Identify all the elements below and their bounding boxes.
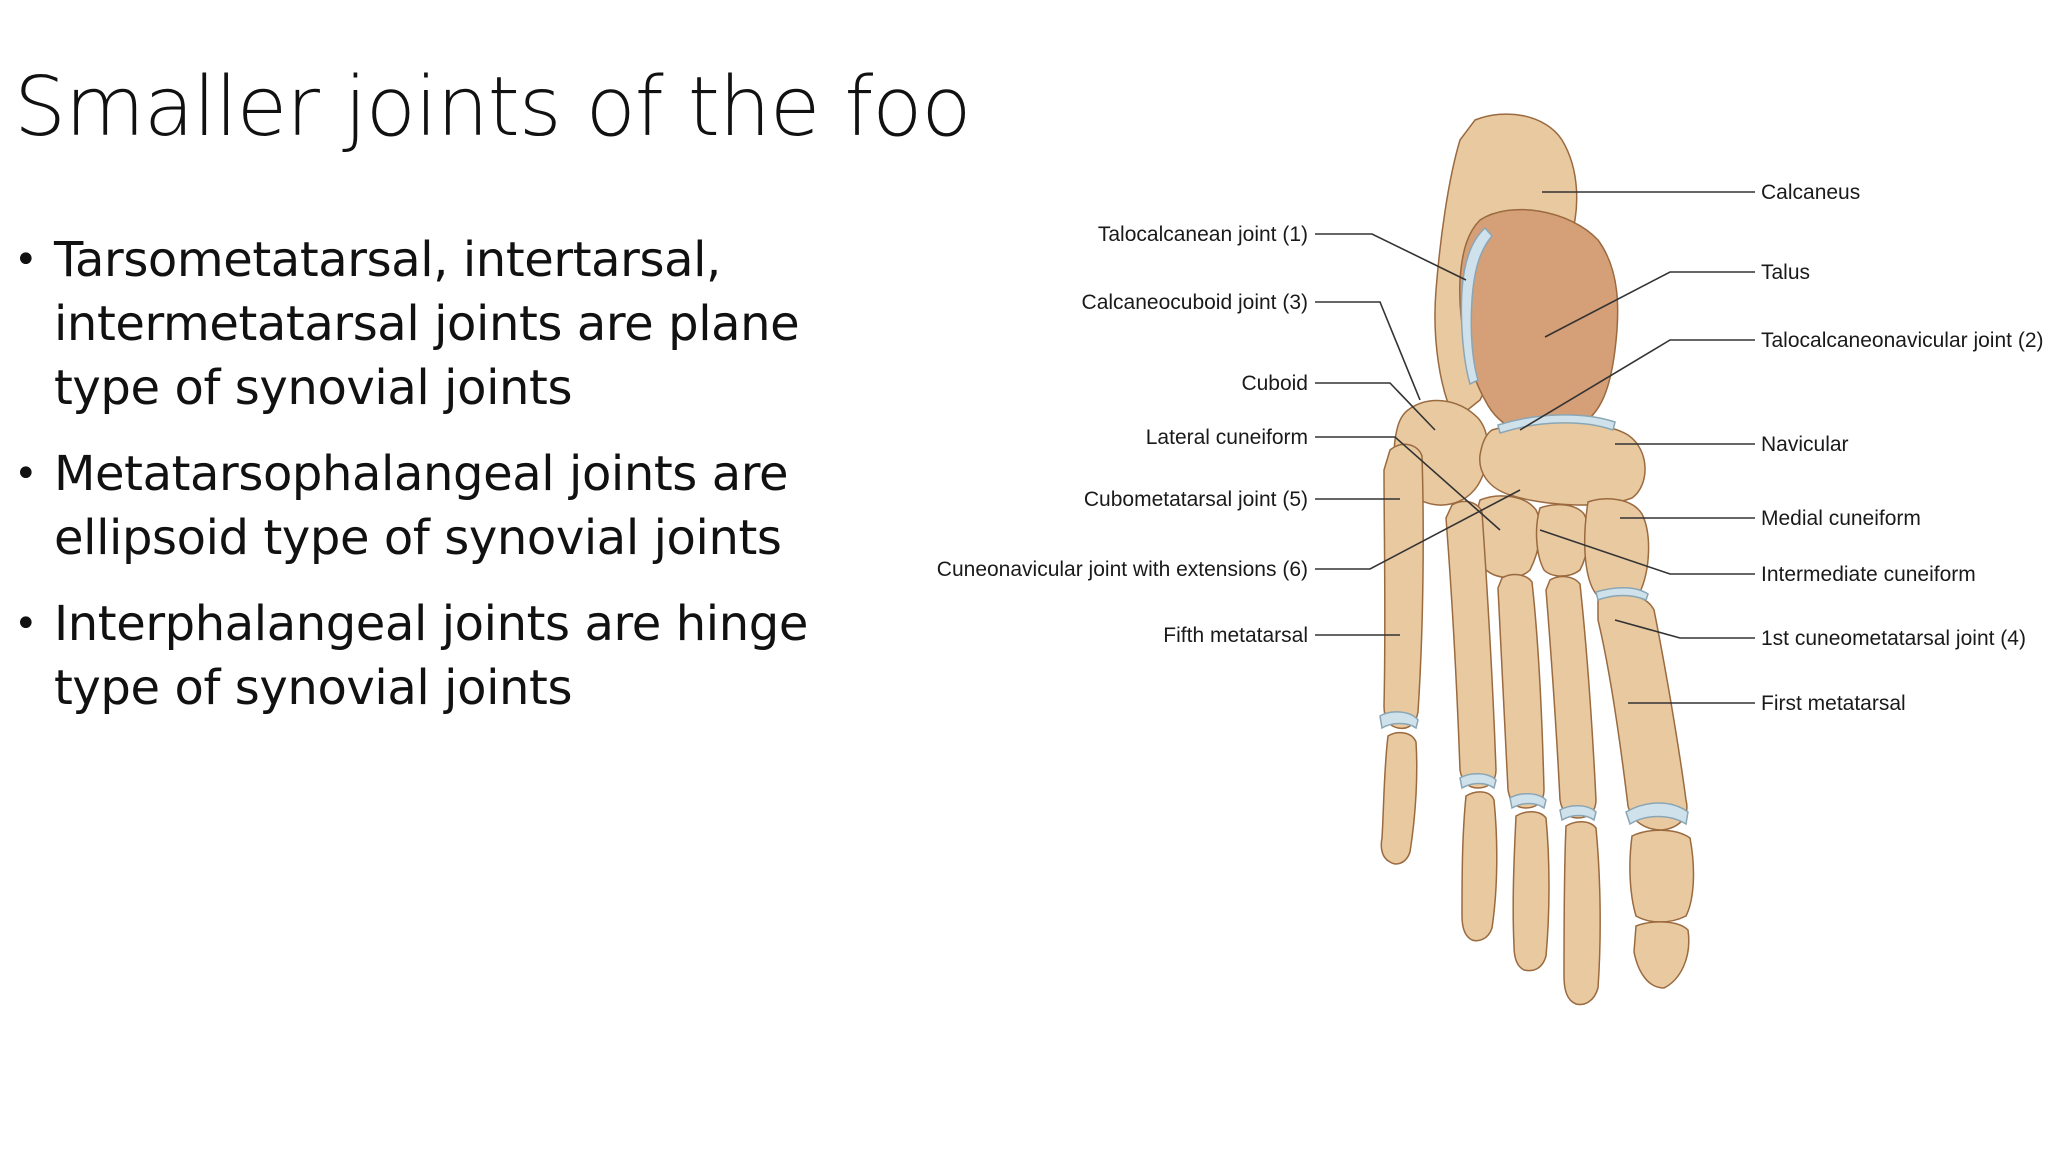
mtp1-cartilage	[1625, 802, 1689, 826]
toe5-phalanges	[1380, 731, 1418, 865]
leader-cuneonavicular	[1315, 489, 1521, 570]
foot-skeleton-svg: Talocalcanean joint (1) Calcaneocuboid j…	[937, 113, 2044, 1006]
first-metatarsal-bone	[1597, 593, 1688, 831]
leader-talocalcanean	[1315, 233, 1467, 281]
mtp2-cartilage	[1559, 805, 1597, 822]
leader-1st-cuneometatarsal	[1614, 619, 1755, 639]
leader-calcaneocuboid	[1315, 301, 1421, 401]
leader-lines	[1315, 191, 1755, 704]
bullet-glyph: •	[14, 601, 38, 647]
mtp4-cartilage	[1459, 773, 1497, 790]
leader-talocalcaneonavicular	[1519, 339, 1755, 431]
bullet-list: • Tarsometatarsal, intertarsal, intermeta…	[14, 228, 874, 742]
talonavicular-cartilage	[1497, 414, 1616, 434]
leader-cuboid	[1315, 382, 1436, 431]
second-metatarsal-bone	[1545, 575, 1597, 819]
medial-cuneiform-bone	[1584, 498, 1650, 602]
label-cuneonavicular-joint: Cuneonavicular joint with extensions (6)	[937, 558, 1308, 581]
leader-intermediate-cuneiform	[1539, 529, 1755, 575]
bullet-item: • Metatarsophalangeal joints are ellipsoi…	[14, 442, 874, 570]
toe4-phalanges	[1461, 791, 1498, 942]
toe2-phalanges	[1563, 821, 1601, 1006]
bullet-item: • Tarsometatarsal, intertarsal, intermeta…	[14, 228, 874, 420]
bullet-item: • Interphalangeal joints are hinge type o…	[14, 592, 874, 720]
intermediate-cuneiform-bone	[1535, 503, 1590, 577]
label-medial-cuneiform: Medial cuneiform	[1761, 507, 1921, 530]
label-calcaneocuboid-joint: Calcaneocuboid joint (3)	[1082, 291, 1308, 314]
hallux-distal-phalanx	[1633, 921, 1690, 989]
leader-lateral-cuneiform	[1315, 436, 1501, 531]
hallux-proximal-phalanx	[1629, 829, 1695, 923]
label-calcaneus: Calcaneus	[1761, 181, 1860, 204]
navicular-bone	[1479, 420, 1646, 506]
tarsometatarsal-cartilage	[1595, 587, 1649, 602]
label-talus: Talus	[1761, 261, 1810, 284]
bullet-text: Metatarsophalangeal joints are ellipsoid…	[54, 446, 789, 566]
talocalcanean-cartilage	[1460, 226, 1493, 386]
toe3-phalanges	[1512, 811, 1550, 972]
label-talocalcaneonavicular-joint: Talocalcaneonavicular joint (2)	[1761, 329, 2044, 352]
bullet-glyph: •	[14, 237, 38, 283]
label-navicular: Navicular	[1761, 433, 1849, 456]
label-cuboid: Cuboid	[1241, 372, 1308, 395]
right-labels: Calcaneus Talus Talocalcaneonavicular jo…	[1761, 181, 2044, 715]
label-talocalcanean-joint: Talocalcanean joint (1)	[1098, 223, 1308, 246]
label-cubometatarsal-joint: Cubometatarsal joint (5)	[1084, 488, 1308, 511]
slide-title: Smaller joints of the foot:	[14, 60, 972, 155]
mtp3-cartilage	[1509, 793, 1547, 810]
foot-bones	[1379, 113, 1695, 1006]
bullet-glyph: •	[14, 451, 38, 497]
label-intermediate-cuneiform: Intermediate cuneiform	[1761, 563, 1976, 586]
label-1st-cuneometatarsal-joint: 1st cuneometatarsal joint (4)	[1761, 627, 2026, 650]
label-fifth-metatarsal: Fifth metatarsal	[1163, 624, 1308, 647]
fifth-metatarsal-bone	[1383, 443, 1424, 730]
bullet-text: Tarsometatarsal, intertarsal, intermetat…	[54, 232, 800, 416]
mtp5-cartilage	[1379, 711, 1419, 730]
foot-skeleton-figure: Talocalcanean joint (1) Calcaneocuboid j…	[880, 100, 2048, 1040]
label-first-metatarsal: First metatarsal	[1761, 692, 1906, 715]
leader-talus	[1544, 271, 1755, 338]
bullet-text: Interphalangeal joints are hinge type of…	[54, 596, 808, 716]
label-lateral-cuneiform: Lateral cuneiform	[1146, 426, 1308, 449]
left-labels: Talocalcanean joint (1) Calcaneocuboid j…	[937, 223, 1308, 647]
third-metatarsal-bone	[1497, 573, 1545, 809]
